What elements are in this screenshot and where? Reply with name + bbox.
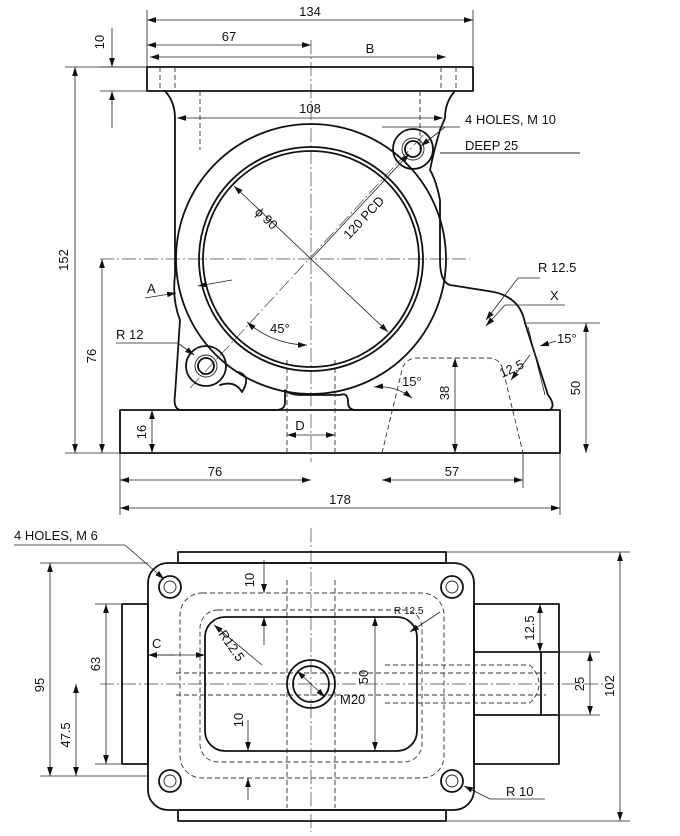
dim-125boss-label: 12.5: [522, 615, 537, 640]
center-hole-outer: [286, 659, 336, 709]
top-flange: [146, 66, 474, 92]
base-plate: [119, 409, 561, 454]
dim-134-label: 134: [299, 4, 321, 19]
corner-hole-bl-inner: [163, 774, 177, 788]
r12-leader-arrow: [177, 342, 195, 356]
dim-10-label: 10: [92, 35, 107, 49]
dim-95-label: 95: [32, 678, 47, 692]
m6-label: 4 HOLES, M 6: [14, 528, 98, 543]
holes-note-line2: DEEP 25: [465, 138, 518, 153]
hole-upper-right: [404, 140, 422, 158]
section-a-arrow: [144, 291, 177, 299]
center-hole-inner: [292, 665, 330, 703]
right-pocket-hidden: [381, 357, 524, 454]
dim-67-label: 67: [222, 29, 236, 44]
holes-leader-arrow: [420, 126, 446, 147]
r125-corner-label: R12.5: [216, 627, 248, 664]
dim-152-label: 152: [56, 249, 71, 271]
corner-hole-br: [440, 769, 464, 793]
inner-recess: [204, 616, 418, 752]
body-outline: [164, 90, 554, 411]
dim-125-arrow: [510, 354, 531, 381]
dim-15a-label: 15°: [557, 331, 577, 346]
x-leader-arrow: [485, 304, 506, 327]
right-boss-slot: [473, 651, 542, 716]
lug-web-lower: [219, 371, 248, 393]
pcd-centerline: [189, 131, 427, 389]
m6-leader-arrow: [124, 544, 165, 580]
dim-178-label: 178: [329, 492, 351, 507]
dim-102-label: 102: [602, 675, 617, 697]
dim-63-label: 63: [88, 657, 103, 671]
ext-line: [527, 326, 546, 396]
top-plate-tab-top: [177, 551, 447, 564]
x-label: X: [550, 288, 559, 303]
inner-hidden-outline-2: [199, 609, 423, 763]
dim-57-label: 57: [445, 464, 459, 479]
dim-15b-label: 15°: [402, 374, 422, 389]
corner-hole-br-inner: [445, 774, 459, 788]
left-boss: [121, 603, 149, 765]
m20-line: [296, 670, 326, 698]
lug-upper-right: [392, 128, 434, 170]
r12-label: R 12: [116, 327, 143, 342]
dim-38-label: 38: [437, 386, 452, 400]
dim-15b-arc: [373, 383, 413, 399]
dim-50-label: 50: [568, 381, 583, 395]
diameter-label: ϕ 90: [252, 204, 281, 232]
top-view: 4 HOLES, M 6 10 10 R12.5 R 12.5 50 M20 C…: [14, 528, 630, 832]
front-view: 134 67 B 10 108 4 HOLES, M 10 DEEP 25 15…: [56, 4, 600, 515]
corner-hole-tl: [158, 575, 182, 599]
r125-leader-arrow: [485, 277, 519, 321]
corner-hole-tr: [440, 575, 464, 599]
r125-corner-arrow: [213, 624, 263, 666]
dim-10top-label: 10: [242, 573, 257, 587]
top-plate-tab-bottom: [177, 809, 447, 822]
hole-lower-left: [197, 357, 215, 375]
corner-hole-bl: [158, 769, 182, 793]
hole-lower-left-thread: [194, 354, 218, 378]
dim-d-label: D: [295, 418, 304, 433]
corner-hole-tr-inner: [445, 580, 459, 594]
r10-label: R 10: [506, 784, 533, 799]
dim-angle-arc: [246, 321, 308, 348]
hole-upper-right-thread: [401, 137, 425, 161]
dim-108-label: 108: [299, 101, 321, 116]
slot-hidden: [385, 664, 540, 704]
holes-note-line1: 4 HOLES, M 10: [465, 112, 556, 127]
bore-circle: [202, 150, 420, 368]
angle-label: 45°: [270, 321, 290, 336]
dim-15a-arrow: [539, 340, 557, 347]
c-label: C: [152, 636, 161, 651]
r10-arrow: [463, 785, 491, 800]
inner-ring-circle: [198, 146, 424, 372]
dim-125-label: 12.5: [497, 356, 526, 380]
r125-label: R 12.5: [538, 260, 576, 275]
section-a-arrow: [197, 279, 233, 288]
lug-lower-left: [185, 345, 227, 387]
outer-boss-circle: [175, 123, 447, 395]
dim-16-label: 16: [134, 425, 149, 439]
dim-25-label: 25: [572, 677, 587, 691]
inner-hidden-outline: [179, 592, 445, 779]
dim-76h-label: 76: [208, 464, 222, 479]
dim-475-label: 47.5: [58, 722, 73, 747]
dim-50inner-label: 50: [356, 670, 371, 684]
dim-76v-label: 76: [84, 349, 99, 363]
dim-10bot-label: 10: [231, 713, 246, 727]
r125-slot-label: R 12.5: [394, 606, 424, 617]
r125-slot-arrow: [409, 611, 441, 633]
dim-pcd-line: [310, 153, 410, 260]
m20-label: M20: [340, 692, 365, 707]
dim-b-label: B: [366, 41, 375, 56]
corner-hole-tl-inner: [163, 580, 177, 594]
section-a-label: A: [147, 281, 156, 296]
